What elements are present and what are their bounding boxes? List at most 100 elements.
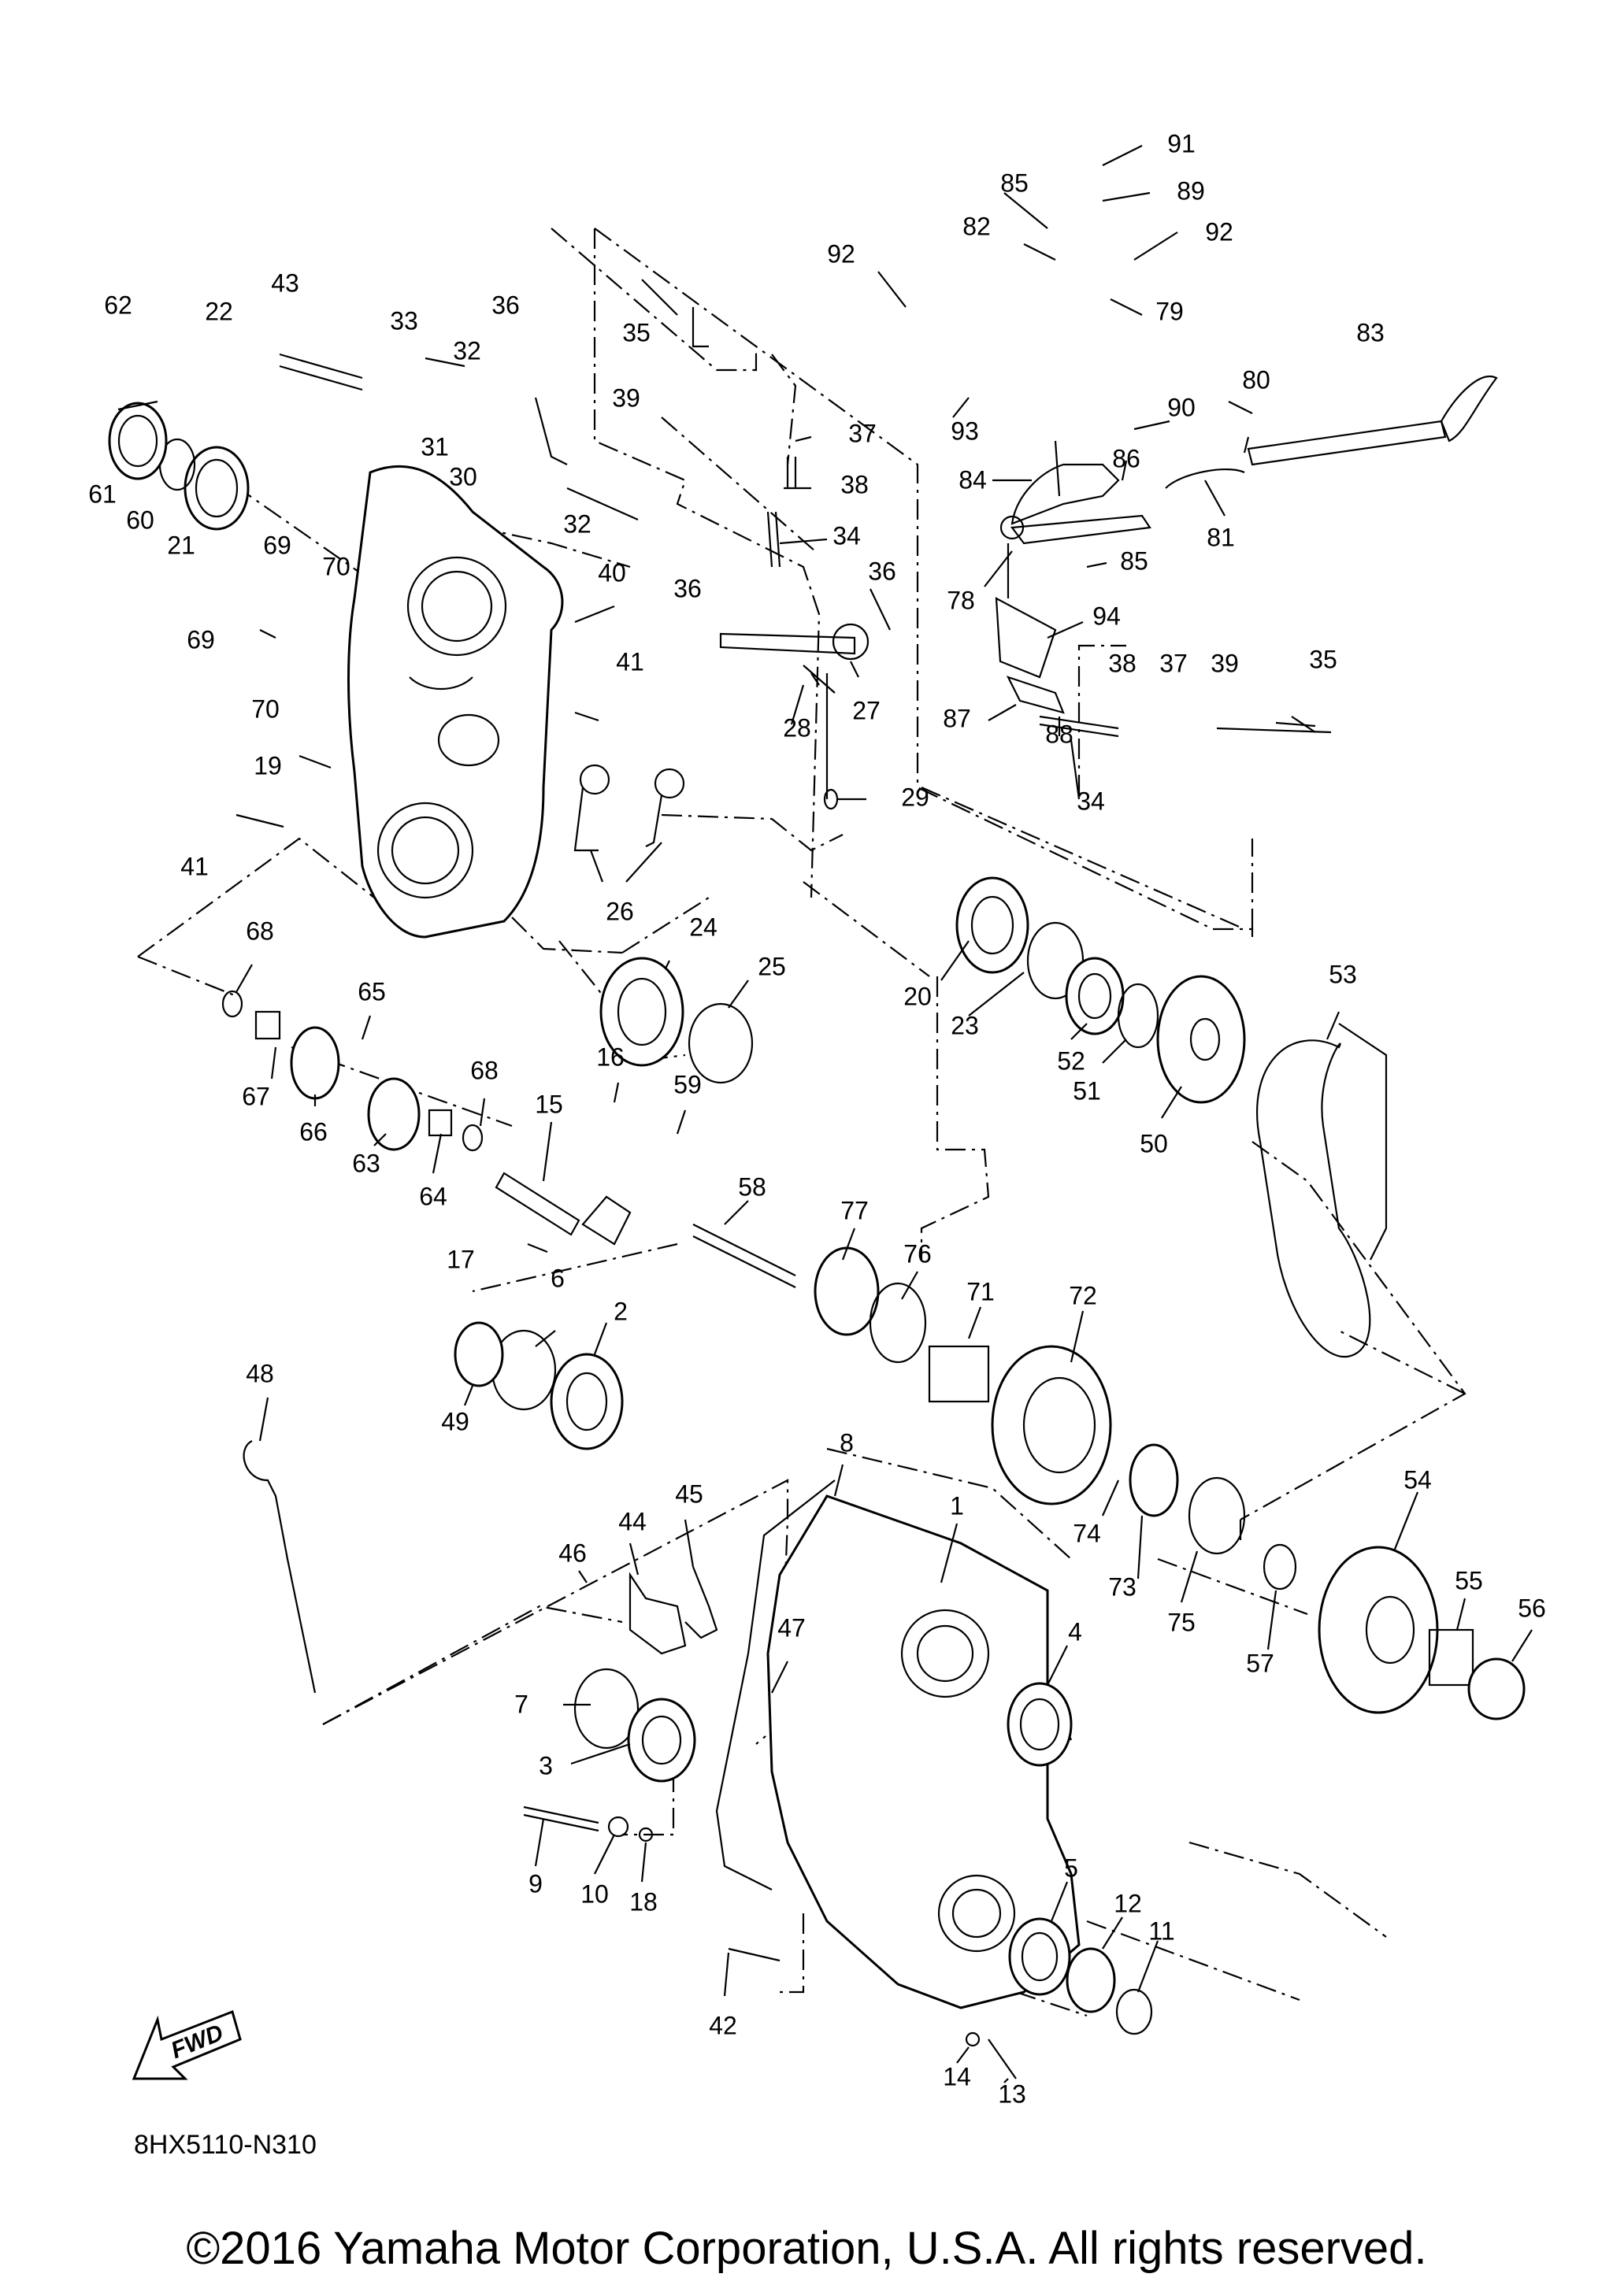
part-label-79: 79	[1155, 297, 1184, 325]
part-label-36: 36	[673, 574, 702, 602]
chain-case-cover-shape	[347, 465, 564, 939]
part-label-91: 91	[1167, 129, 1196, 157]
leader-lines	[235, 145, 1533, 2083]
part-label-37: 37	[1159, 649, 1188, 677]
part-label-94: 94	[1092, 602, 1121, 630]
part-label-42: 42	[709, 2011, 737, 2039]
part-label-37: 37	[848, 419, 877, 447]
part-label-5: 5	[1064, 1853, 1078, 1882]
part-label-48: 48	[246, 1359, 274, 1387]
part-label-17: 17	[447, 1245, 475, 1273]
part-label-76: 76	[903, 1239, 932, 1268]
part-label-87: 87	[943, 704, 971, 732]
part-label-68: 68	[246, 917, 274, 945]
part-label-36: 36	[491, 291, 520, 319]
part-label-78: 78	[947, 586, 975, 614]
part-label-45: 45	[675, 1479, 703, 1508]
part-label-25: 25	[758, 952, 786, 980]
part-label-35: 35	[622, 318, 651, 346]
part-label-44: 44	[618, 1507, 647, 1535]
part-label-18: 18	[629, 1887, 658, 1916]
part-label-64: 64	[419, 1182, 447, 1210]
part-label-24: 24	[689, 913, 718, 941]
part-label-2: 2	[614, 1297, 628, 1325]
copyright-notice: ©2016 Yamaha Motor Corporation, U.S.A. A…	[186, 2223, 1426, 2274]
part-label-41: 41	[616, 647, 644, 676]
part-label-66: 66	[299, 1117, 328, 1146]
main-case-shape	[766, 1494, 1081, 2009]
part-label-90: 90	[1167, 393, 1196, 421]
part-label-73: 73	[1108, 1572, 1137, 1601]
part-label-74: 74	[1073, 1519, 1101, 1547]
part-label-83: 83	[1356, 318, 1385, 346]
part-label-1: 1	[950, 1491, 964, 1520]
part-label-75: 75	[1167, 1608, 1196, 1636]
part-label-50: 50	[1140, 1129, 1168, 1157]
part-label-13: 13	[998, 2079, 1026, 2108]
part-label-68: 68	[470, 1056, 499, 1084]
part-label-32: 32	[563, 509, 591, 538]
part-label-4: 4	[1068, 1617, 1082, 1646]
part-label-59: 59	[673, 1070, 702, 1098]
part-label-38: 38	[1108, 649, 1137, 677]
part-label-28: 28	[783, 713, 811, 742]
part-label-49: 49	[441, 1407, 469, 1435]
part-label-70: 70	[322, 552, 350, 580]
part-label-14: 14	[943, 2062, 971, 2090]
part-label-19: 19	[254, 751, 282, 780]
part-label-27: 27	[852, 696, 881, 724]
part-label-26: 26	[606, 897, 634, 925]
part-label-92: 92	[827, 239, 855, 268]
part-label-89: 89	[1177, 176, 1205, 205]
part-label-81: 81	[1207, 523, 1235, 551]
part-label-61: 61	[88, 480, 117, 508]
part-label-54: 54	[1403, 1465, 1432, 1494]
fwd-direction-arrow: FWD	[132, 2010, 242, 2080]
diagram-code: 8HX5110-N310	[134, 2130, 317, 2160]
part-label-63: 63	[352, 1149, 380, 1177]
part-label-65: 65	[358, 977, 386, 1005]
part-label-29: 29	[901, 783, 929, 811]
part-label-39: 39	[1211, 649, 1239, 677]
part-label-20: 20	[903, 982, 932, 1010]
part-label-85: 85	[1000, 168, 1029, 197]
part-label-40: 40	[598, 558, 626, 587]
part-label-71: 71	[966, 1277, 995, 1305]
part-label-69: 69	[263, 531, 291, 559]
part-label-31: 31	[421, 432, 449, 461]
part-label-9: 9	[528, 1869, 543, 1898]
part-label-53: 53	[1329, 960, 1357, 988]
part-label-85: 85	[1120, 546, 1148, 575]
part-label-3: 3	[539, 1751, 553, 1779]
part-label-92: 92	[1205, 217, 1233, 246]
part-label-86: 86	[1112, 444, 1140, 472]
part-drawings	[108, 307, 1526, 2079]
part-label-46: 46	[558, 1539, 587, 1567]
part-label-38: 38	[840, 470, 869, 498]
part-label-67: 67	[242, 1082, 270, 1110]
part-label-52: 52	[1057, 1046, 1085, 1075]
part-label-34: 34	[832, 521, 861, 550]
part-label-30: 30	[449, 462, 477, 491]
part-label-34: 34	[1077, 787, 1105, 815]
part-label-82: 82	[962, 212, 991, 240]
part-label-58: 58	[738, 1172, 766, 1201]
fwd-arrow-icon	[132, 2010, 242, 2080]
part-label-8: 8	[840, 1428, 854, 1457]
part-label-47: 47	[777, 1613, 806, 1642]
part-label-51: 51	[1073, 1076, 1101, 1105]
part-label-56: 56	[1518, 1594, 1546, 1622]
part-label-21: 21	[167, 531, 195, 559]
part-label-11: 11	[1148, 1916, 1174, 1945]
part-label-41: 41	[180, 852, 209, 880]
part-label-93: 93	[951, 417, 979, 445]
part-label-22: 22	[205, 297, 233, 325]
part-label-72: 72	[1069, 1281, 1097, 1309]
part-label-77: 77	[840, 1196, 869, 1224]
part-label-43: 43	[271, 268, 299, 297]
part-label-70: 70	[251, 694, 280, 723]
part-label-88: 88	[1045, 720, 1073, 748]
part-label-69: 69	[187, 625, 215, 654]
